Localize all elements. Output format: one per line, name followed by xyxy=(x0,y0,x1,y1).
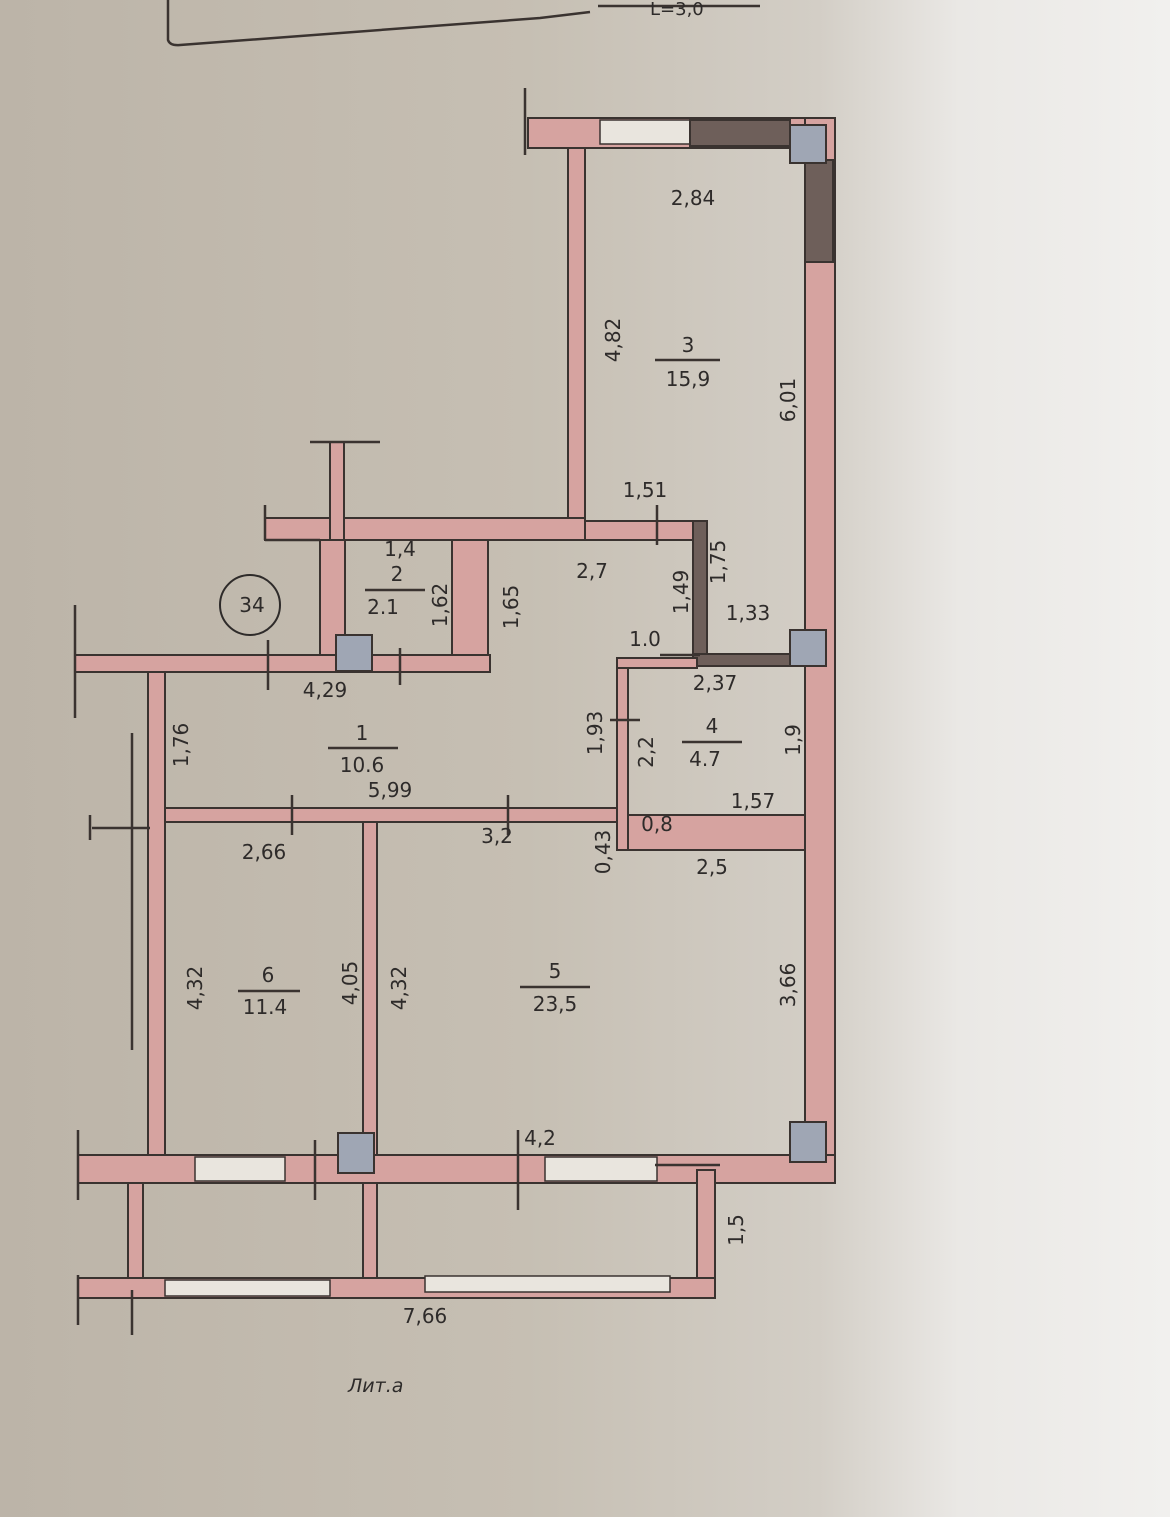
dim-label: 2,7 xyxy=(576,559,608,583)
room-6-area: 11.4 xyxy=(243,995,288,1019)
dim-label: 2,5 xyxy=(696,855,728,879)
wall-balcony-left xyxy=(127,1182,144,1294)
dim-label: 1,4 xyxy=(384,537,416,561)
dim-label: 7,66 xyxy=(403,1304,448,1328)
wall-room6-5 xyxy=(362,821,378,1163)
wall-stub xyxy=(329,441,345,541)
wall-room1-bottom xyxy=(164,807,621,823)
dim-label: 1,33 xyxy=(726,601,771,625)
apartment-badge: 34 xyxy=(219,574,281,636)
wall-dark-vertical xyxy=(692,520,708,667)
dim-label: 2,2 xyxy=(634,736,658,768)
room-4-number: 4 xyxy=(706,714,719,738)
wall-room3-left xyxy=(567,147,586,529)
dim-label: 1,65 xyxy=(499,585,523,630)
walls xyxy=(74,117,836,1299)
column-bottom-mid xyxy=(337,1132,375,1174)
dim-label: 4,05 xyxy=(338,961,362,1006)
dim-label: 1,76 xyxy=(169,723,193,768)
dim-label: 4,32 xyxy=(387,966,411,1011)
dim-label: 4,2 xyxy=(524,1126,556,1150)
dim-label: 1,51 xyxy=(623,478,668,502)
column-room2 xyxy=(335,634,373,672)
top-frame-line xyxy=(166,0,760,47)
wall-balcony-right xyxy=(696,1169,716,1291)
window-room3 xyxy=(599,119,691,145)
apartment-number-circle xyxy=(219,574,281,636)
dim-label: 0,8 xyxy=(641,812,673,836)
dim-label: 1,75 xyxy=(706,540,730,585)
window-balcony-right xyxy=(424,1275,671,1293)
dim-label: 3,66 xyxy=(776,963,800,1008)
dim-label: 1,5 xyxy=(724,1214,748,1246)
dim-label: 1.0 xyxy=(629,627,661,651)
room-2-area: 2.1 xyxy=(367,595,399,619)
wall-left xyxy=(147,671,166,1163)
dimension-labels: 2,84 4,82 6,01 1,51 1,4 1,62 1,65 2,7 1,… xyxy=(169,186,805,1328)
column-mid-right xyxy=(789,629,827,667)
room-6-number: 6 xyxy=(262,963,275,987)
liter-label: Лит.а xyxy=(347,1375,403,1397)
dim-label: 2,84 xyxy=(671,186,716,210)
window-room5 xyxy=(544,1156,658,1182)
dim-label: 1,93 xyxy=(583,711,607,756)
dim-label: 5,99 xyxy=(368,778,413,802)
room-3-number: 3 xyxy=(682,333,695,357)
dim-label: 3,2 xyxy=(481,824,513,848)
window-balcony-left xyxy=(164,1279,331,1297)
apartment-number: 34 xyxy=(239,593,264,617)
wall-balcony-mid xyxy=(362,1182,378,1294)
room-3-area: 15,9 xyxy=(666,367,711,391)
wall-upper-horizontal xyxy=(264,517,586,541)
wall-room2-right xyxy=(451,539,489,661)
dim-label: 1,57 xyxy=(731,789,776,813)
column-bottom-right xyxy=(789,1121,827,1163)
room-5-area: 23,5 xyxy=(533,992,578,1016)
room-2-number: 2 xyxy=(391,562,404,586)
dim-label: 4,32 xyxy=(183,966,207,1011)
top-partial-label: L=3,0 xyxy=(650,0,704,20)
room-1-number: 1 xyxy=(356,721,369,745)
dim-label: 6,01 xyxy=(776,378,800,423)
dim-label: 1,62 xyxy=(428,583,452,628)
wall-dark-top xyxy=(689,119,791,147)
room-4-area: 4.7 xyxy=(689,747,721,771)
extension-lines xyxy=(73,88,720,1335)
wall-dark-right xyxy=(804,159,834,263)
window-room6 xyxy=(194,1156,286,1182)
room-5-number: 5 xyxy=(549,959,562,983)
wall-bottom xyxy=(77,1154,836,1184)
column-top-right xyxy=(789,124,827,164)
dim-label: 2,37 xyxy=(693,671,738,695)
wall-room4-left xyxy=(616,657,629,851)
dim-label: 4,82 xyxy=(601,318,625,363)
wall-room4-bottom xyxy=(627,814,806,851)
wall-room3-bottom xyxy=(584,520,696,541)
room-1-area: 10.6 xyxy=(340,753,385,777)
columns xyxy=(335,124,827,1174)
room-labels: 3 15,9 2 2.1 1 10.6 4 4.7 5 23,5 6 11.4 xyxy=(238,333,742,1019)
dim-label: 1,9 xyxy=(781,724,805,756)
wall-room1-top xyxy=(74,654,491,673)
wall-room4-top xyxy=(616,657,698,669)
dim-label: 2,66 xyxy=(242,840,287,864)
dim-label: 1,49 xyxy=(669,570,693,615)
dim-label: 0,43 xyxy=(591,830,615,875)
dim-label: 4,29 xyxy=(303,678,348,702)
wall-dark-horizontal xyxy=(692,653,794,667)
